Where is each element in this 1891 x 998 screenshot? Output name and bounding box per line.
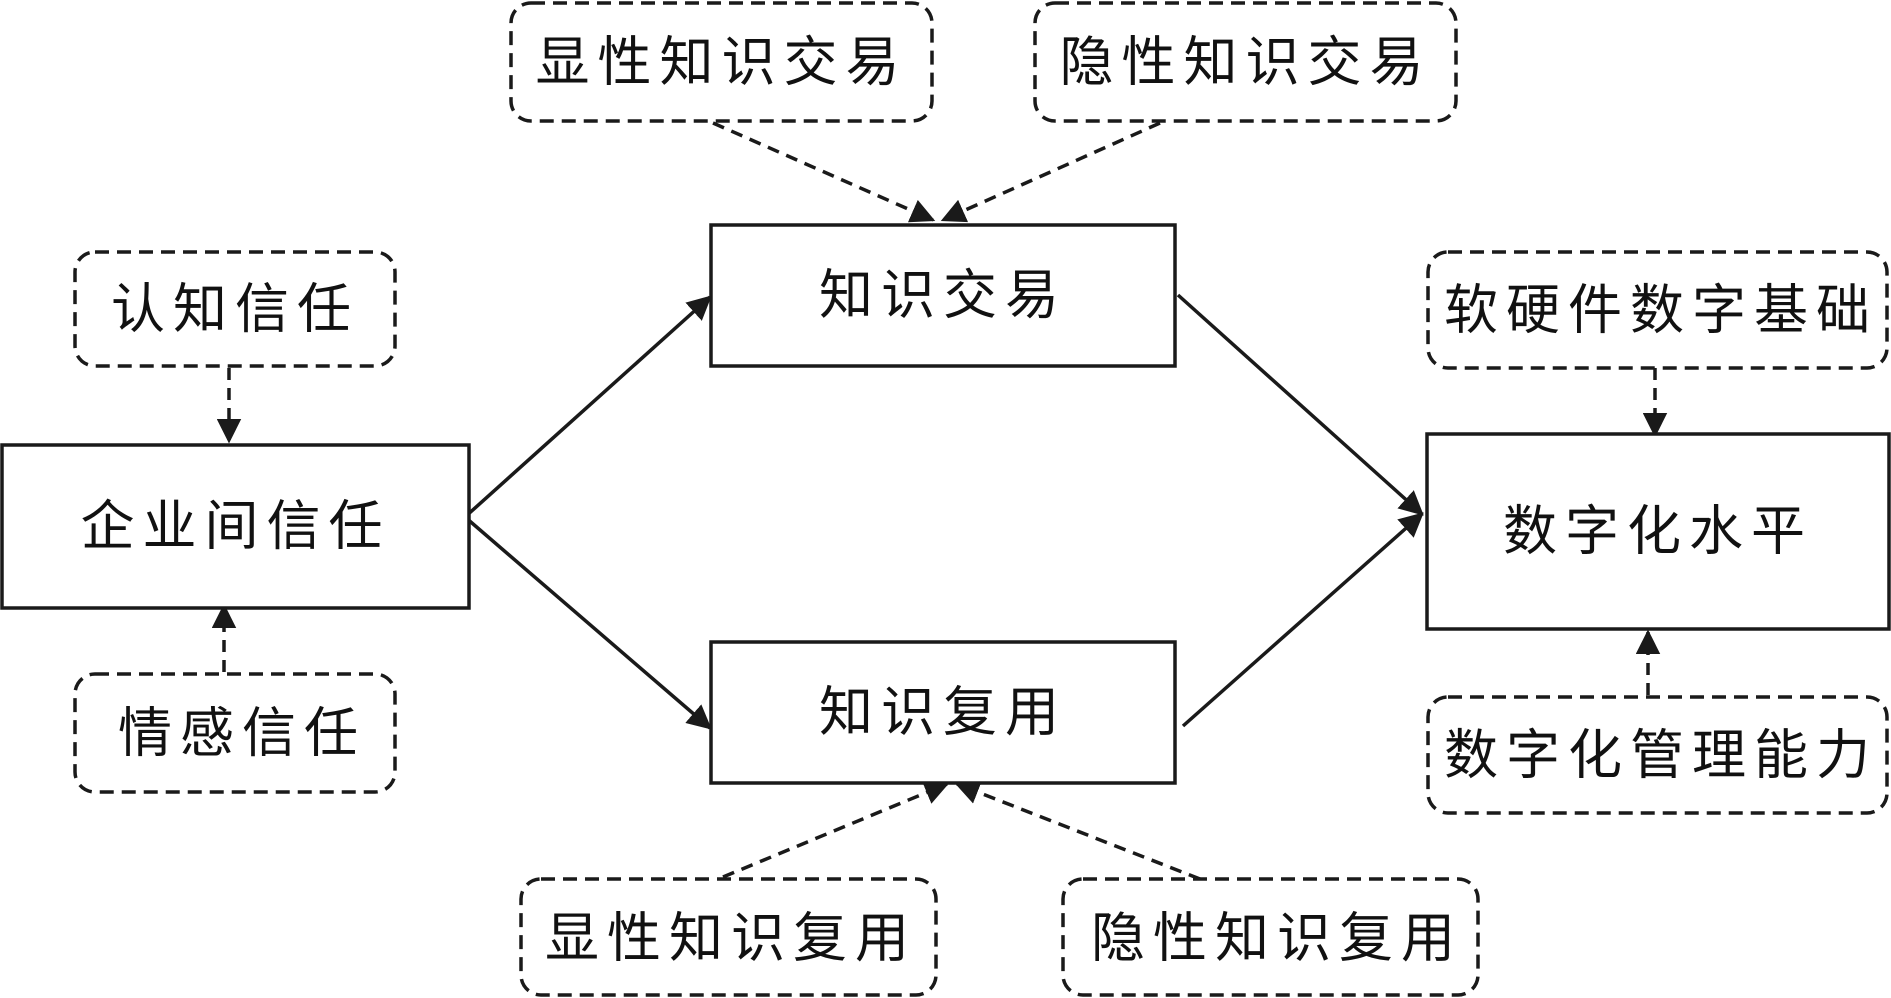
node-explicit-trade: 显性知识交易: [509, 1, 934, 123]
node-digital-level: 数字化水平: [1425, 432, 1891, 631]
edge-tacit-trade-to-trade: [940, 121, 1161, 223]
edge-trust-to-trade: [463, 295, 712, 519]
node-knowledge-reuse-label: 知识复用: [819, 681, 1067, 744]
node-inter-firm-trust-label: 企业间信任: [81, 495, 391, 558]
edge-tacit-reuse-to-reuse: [954, 780, 1201, 881]
node-cognitive-trust-label: 认知信任: [111, 278, 359, 341]
node-knowledge-trade-label: 知识交易: [819, 264, 1067, 327]
node-inter-firm-trust: 企业间信任: [0, 443, 471, 610]
edge-explicit-trade-to-trade: [712, 121, 936, 223]
node-explicit-reuse-label: 显性知识复用: [545, 907, 917, 970]
node-digital-management: 数字化管理能力: [1426, 695, 1889, 815]
node-digital-management-label: 数字化管理能力: [1444, 724, 1878, 787]
edge-trade-to-digital: [1176, 293, 1424, 516]
edge-explicit-reuse-to-reuse: [722, 781, 950, 879]
node-digital-foundation-label: 软硬件数字基础: [1444, 279, 1878, 342]
node-tacit-reuse-label: 隐性知识复用: [1091, 907, 1463, 970]
node-explicit-reuse: 显性知识复用: [519, 877, 938, 997]
node-digital-level-label: 数字化水平: [1503, 500, 1813, 563]
node-tacit-trade-label: 隐性知识交易: [1060, 31, 1432, 94]
node-knowledge-trade: 知识交易: [709, 223, 1177, 368]
node-digital-foundation: 软硬件数字基础: [1426, 250, 1889, 370]
node-tacit-reuse: 隐性知识复用: [1061, 877, 1480, 997]
node-emotional-trust-label: 情感信任: [118, 702, 366, 765]
edge-reuse-to-digital: [1181, 512, 1424, 728]
node-cognitive-trust: 认知信任: [73, 250, 397, 368]
node-tacit-trade: 隐性知识交易: [1033, 1, 1458, 123]
node-emotional-trust: 情感信任: [73, 672, 397, 794]
node-knowledge-reuse: 知识复用: [709, 640, 1177, 785]
node-explicit-trade-label: 显性知识交易: [536, 31, 908, 94]
edge-trust-to-reuse: [463, 515, 712, 730]
